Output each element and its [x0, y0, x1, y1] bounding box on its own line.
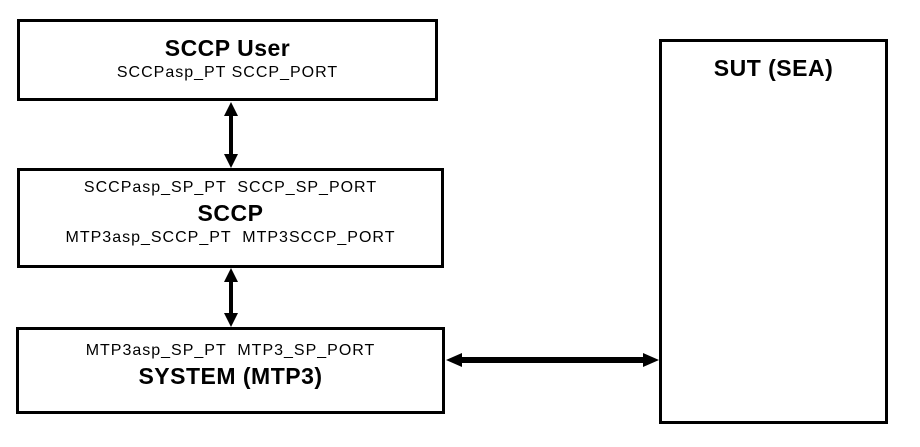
sut-box: SUT (SEA)	[659, 39, 888, 424]
sccp-user-title: SCCP User	[164, 35, 291, 61]
sccp-box: SCCPasp_SP_PT SCCP_SP_PORT SCCP MTP3asp_…	[17, 168, 444, 268]
system-mtp3-ports-label: MTP3asp_SP_PT MTP3_SP_PORT	[85, 342, 376, 359]
sccp-lower-ports-label: MTP3asp_SCCP_PT MTP3SCCP_PORT	[65, 229, 396, 246]
double-arrow-sccp-user-sccp-icon	[224, 102, 238, 168]
double-arrow-system-sut-icon	[446, 353, 659, 367]
sccp-title: SCCP	[197, 200, 264, 226]
sut-title: SUT (SEA)	[713, 55, 834, 81]
sccp-user-ports-label: SCCPasp_PT SCCP_PORT	[116, 64, 339, 81]
double-arrow-sccp-system-icon	[224, 268, 238, 327]
system-mtp3-title: SYSTEM (MTP3)	[138, 363, 323, 389]
sccp-upper-ports-label: SCCPasp_SP_PT SCCP_SP_PORT	[83, 179, 378, 196]
system-mtp3-box: MTP3asp_SP_PT MTP3_SP_PORT SYSTEM (MTP3)	[16, 327, 445, 414]
sccp-user-box: SCCP User SCCPasp_PT SCCP_PORT	[17, 19, 438, 101]
